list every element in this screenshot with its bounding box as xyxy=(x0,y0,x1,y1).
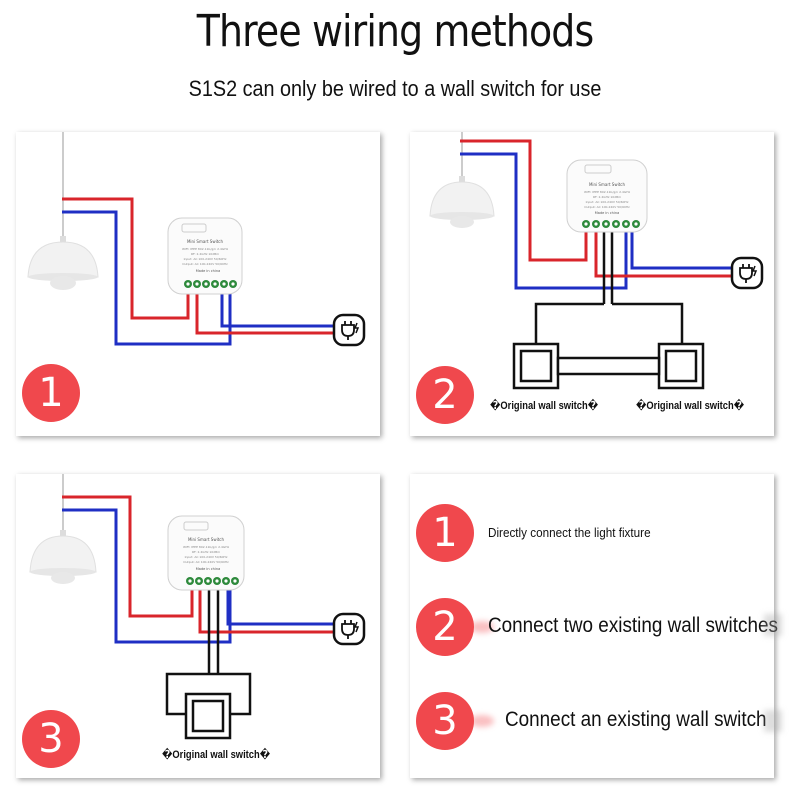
module-name: Mini Smart Switch xyxy=(187,239,224,244)
step-badge-2: 2 xyxy=(416,366,474,424)
page-title: Three wiring methods xyxy=(196,6,594,57)
switch-label-left: �Original wall switch� xyxy=(490,400,599,412)
svg-text:Output: AC 100-240V 50/60Hz: Output: AC 100-240V 50/60Hz xyxy=(584,205,630,209)
smart-switch-module: Mini Smart Switch WIFI: IEEE 802.11b/g/n… xyxy=(566,159,648,233)
page-subtitle: S1S2 can only be wired to a wall switch … xyxy=(188,76,602,101)
smart-switch-module: Mini Smart Switch WIFI: IEEE 802.11b/g/n… xyxy=(167,515,245,591)
legend-text-2: Connect two existing wall switches xyxy=(488,614,778,637)
svg-text:Input: AC 100-240V 50/60Hz: Input: AC 100-240V 50/60Hz xyxy=(586,200,629,204)
power-plug-icon xyxy=(332,612,366,646)
blur-artifact xyxy=(470,621,494,633)
svg-text:WIFI: IEEE 802.11b/g/n 2.4GHz: WIFI: IEEE 802.11b/g/n 2.4GHz xyxy=(182,247,228,251)
blur-artifact xyxy=(470,715,494,727)
svg-text:Output: AC 100-240V 50/60Hz: Output: AC 100-240V 50/60Hz xyxy=(182,262,228,266)
pendant-lamp-icon xyxy=(429,132,495,228)
svg-text:WIFI: IEEE 802.11b/g/n 2.4GHz: WIFI: IEEE 802.11b/g/n 2.4GHz xyxy=(584,190,630,194)
svg-text:Made in china: Made in china xyxy=(196,269,220,273)
step-badge-1: 1 xyxy=(22,364,80,422)
legend-text-3: Connect an existing wall switch xyxy=(505,708,767,731)
diagram-panel-1: Mini Smart Switch WIFI: IEEE 802.11b/g/n… xyxy=(16,132,380,436)
svg-text:Made in china: Made in china xyxy=(196,567,220,571)
wall-switch-icon xyxy=(184,692,232,740)
svg-text:RF: 2.4GHz 10dBm: RF: 2.4GHz 10dBm xyxy=(593,195,621,199)
power-plug-icon xyxy=(730,256,764,290)
svg-text:WIFI: IEEE 802.11b/g/n 2.4GHz: WIFI: IEEE 802.11b/g/n 2.4GHz xyxy=(183,545,229,549)
svg-text:Output: AC 100-240V 50/60Hz: Output: AC 100-240V 50/60Hz xyxy=(183,560,229,564)
legend-badge-1: 1 xyxy=(416,504,474,562)
wall-switch-icon xyxy=(512,342,560,390)
step-badge-3: 3 xyxy=(22,710,80,768)
smart-switch-module: Mini Smart Switch WIFI: IEEE 802.11b/g/n… xyxy=(167,217,243,295)
switch-label: �Original wall switch� xyxy=(162,749,271,761)
svg-text:RF: 2.4GHz 10dBm: RF: 2.4GHz 10dBm xyxy=(192,550,220,554)
diagram-panel-3: Mini Smart Switch WIFI: IEEE 802.11b/g/n… xyxy=(16,474,380,778)
pendant-lamp-icon xyxy=(29,474,97,584)
blur-artifact xyxy=(764,614,782,636)
blur-artifact xyxy=(764,710,782,732)
svg-text:Made in china: Made in china xyxy=(595,211,619,215)
power-plug-icon xyxy=(332,313,366,347)
diagram-panel-2: Mini Smart Switch WIFI: IEEE 802.11b/g/n… xyxy=(410,132,774,436)
svg-text:RF: 2.4GHz 10dBm: RF: 2.4GHz 10dBm xyxy=(191,252,219,256)
svg-text:Mini Smart Switch: Mini Smart Switch xyxy=(589,182,626,187)
legend-badge-3: 3 xyxy=(416,692,474,750)
legend-panel: 1 Directly connect the light fixture 2 C… xyxy=(410,474,782,778)
switch-label-right: �Original wall switch� xyxy=(636,400,745,412)
svg-text:Input: AC 100-240V 50/60Hz: Input: AC 100-240V 50/60Hz xyxy=(184,257,227,261)
wall-switch-icon xyxy=(657,342,705,390)
pendant-lamp-icon xyxy=(27,132,99,290)
svg-text:Mini Smart Switch: Mini Smart Switch xyxy=(188,537,225,542)
legend-badge-2: 2 xyxy=(416,598,474,656)
svg-text:Input: AC 100-240V 50/60Hz: Input: AC 100-240V 50/60Hz xyxy=(185,555,228,559)
legend-text-1: Directly connect the light fixture xyxy=(488,525,651,540)
